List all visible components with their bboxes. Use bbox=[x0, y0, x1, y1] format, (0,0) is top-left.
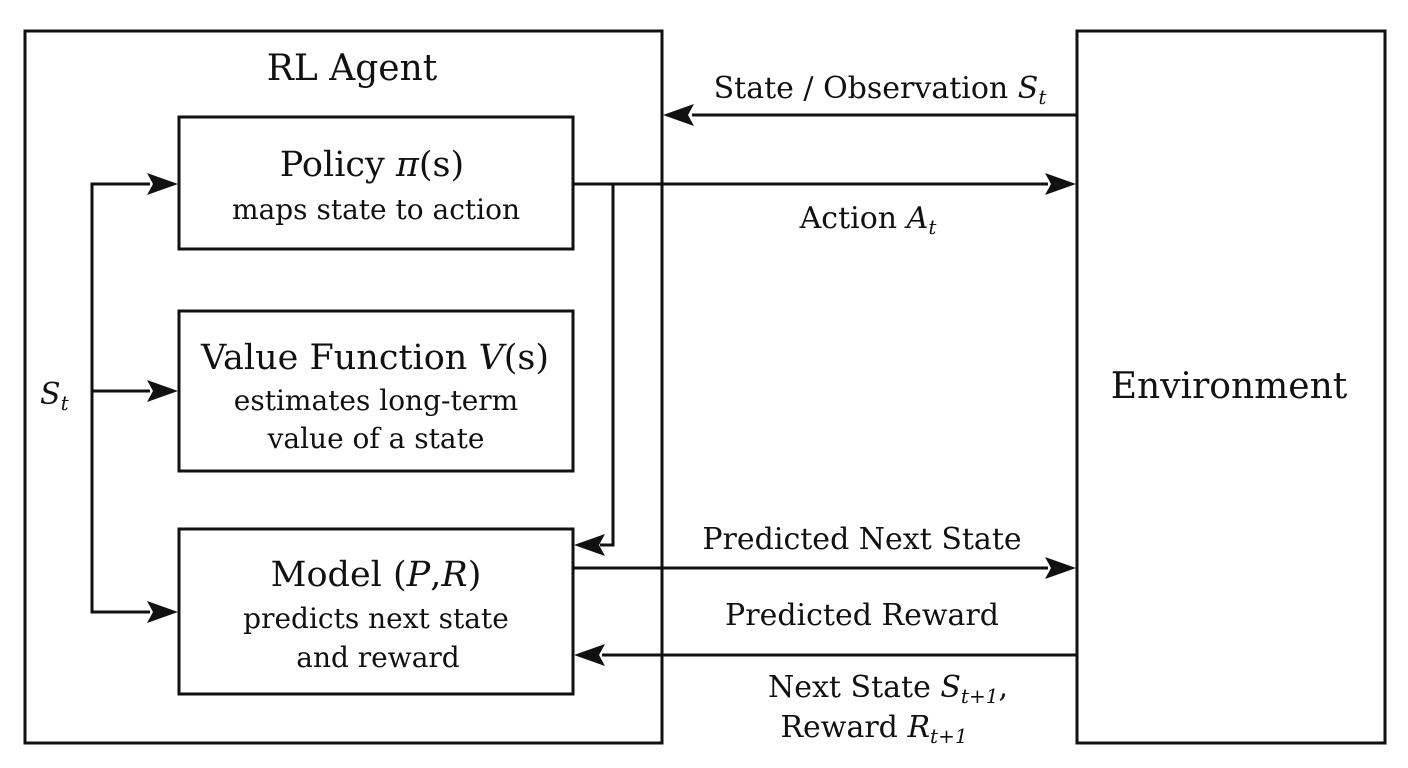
value-function-description-1: estimates long-term bbox=[234, 384, 518, 417]
reward-label: Reward Rt+1 bbox=[780, 710, 967, 748]
action-arrowhead bbox=[1045, 173, 1076, 195]
state-input-label: St bbox=[40, 377, 70, 415]
policy-to-model-arrowhead bbox=[574, 534, 605, 556]
policy-to-model-line bbox=[600, 184, 615, 547]
model-title: Model (P,R) bbox=[271, 555, 482, 595]
environment-label: Environment bbox=[1111, 366, 1348, 407]
value-function-box bbox=[177, 309, 575, 473]
arrowhead-to-policy bbox=[147, 173, 178, 195]
state-input-bracket bbox=[90, 182, 150, 614]
next-state-label: Next State St+1, bbox=[768, 670, 1008, 708]
state-observation-label: State / Observation St bbox=[714, 71, 1048, 109]
predicted-reward-label: Predicted Reward bbox=[725, 598, 999, 633]
model-description-2: and reward bbox=[296, 641, 460, 674]
agent-title: RL Agent bbox=[267, 48, 438, 89]
next-state-reward-arrowhead bbox=[574, 644, 605, 666]
arrowhead-to-value-function bbox=[147, 380, 178, 402]
predicted-next-state-arrowhead bbox=[1045, 557, 1076, 579]
model-box bbox=[177, 527, 575, 696]
predicted-next-state-label: Predicted Next State bbox=[702, 522, 1021, 557]
arrowhead-to-model bbox=[147, 601, 178, 623]
action-label: Action At bbox=[799, 201, 938, 239]
agent-container bbox=[23, 29, 664, 745]
value-function-description-2: value of a state bbox=[267, 422, 485, 455]
environment-box bbox=[1075, 29, 1387, 745]
model-description-1: predicts next state bbox=[243, 602, 509, 635]
policy-title: Policy π(s) bbox=[280, 145, 464, 185]
observation-arrowhead bbox=[663, 104, 694, 126]
policy-description: maps state to action bbox=[232, 193, 520, 226]
value-function-title: Value Function V(s) bbox=[200, 338, 549, 378]
